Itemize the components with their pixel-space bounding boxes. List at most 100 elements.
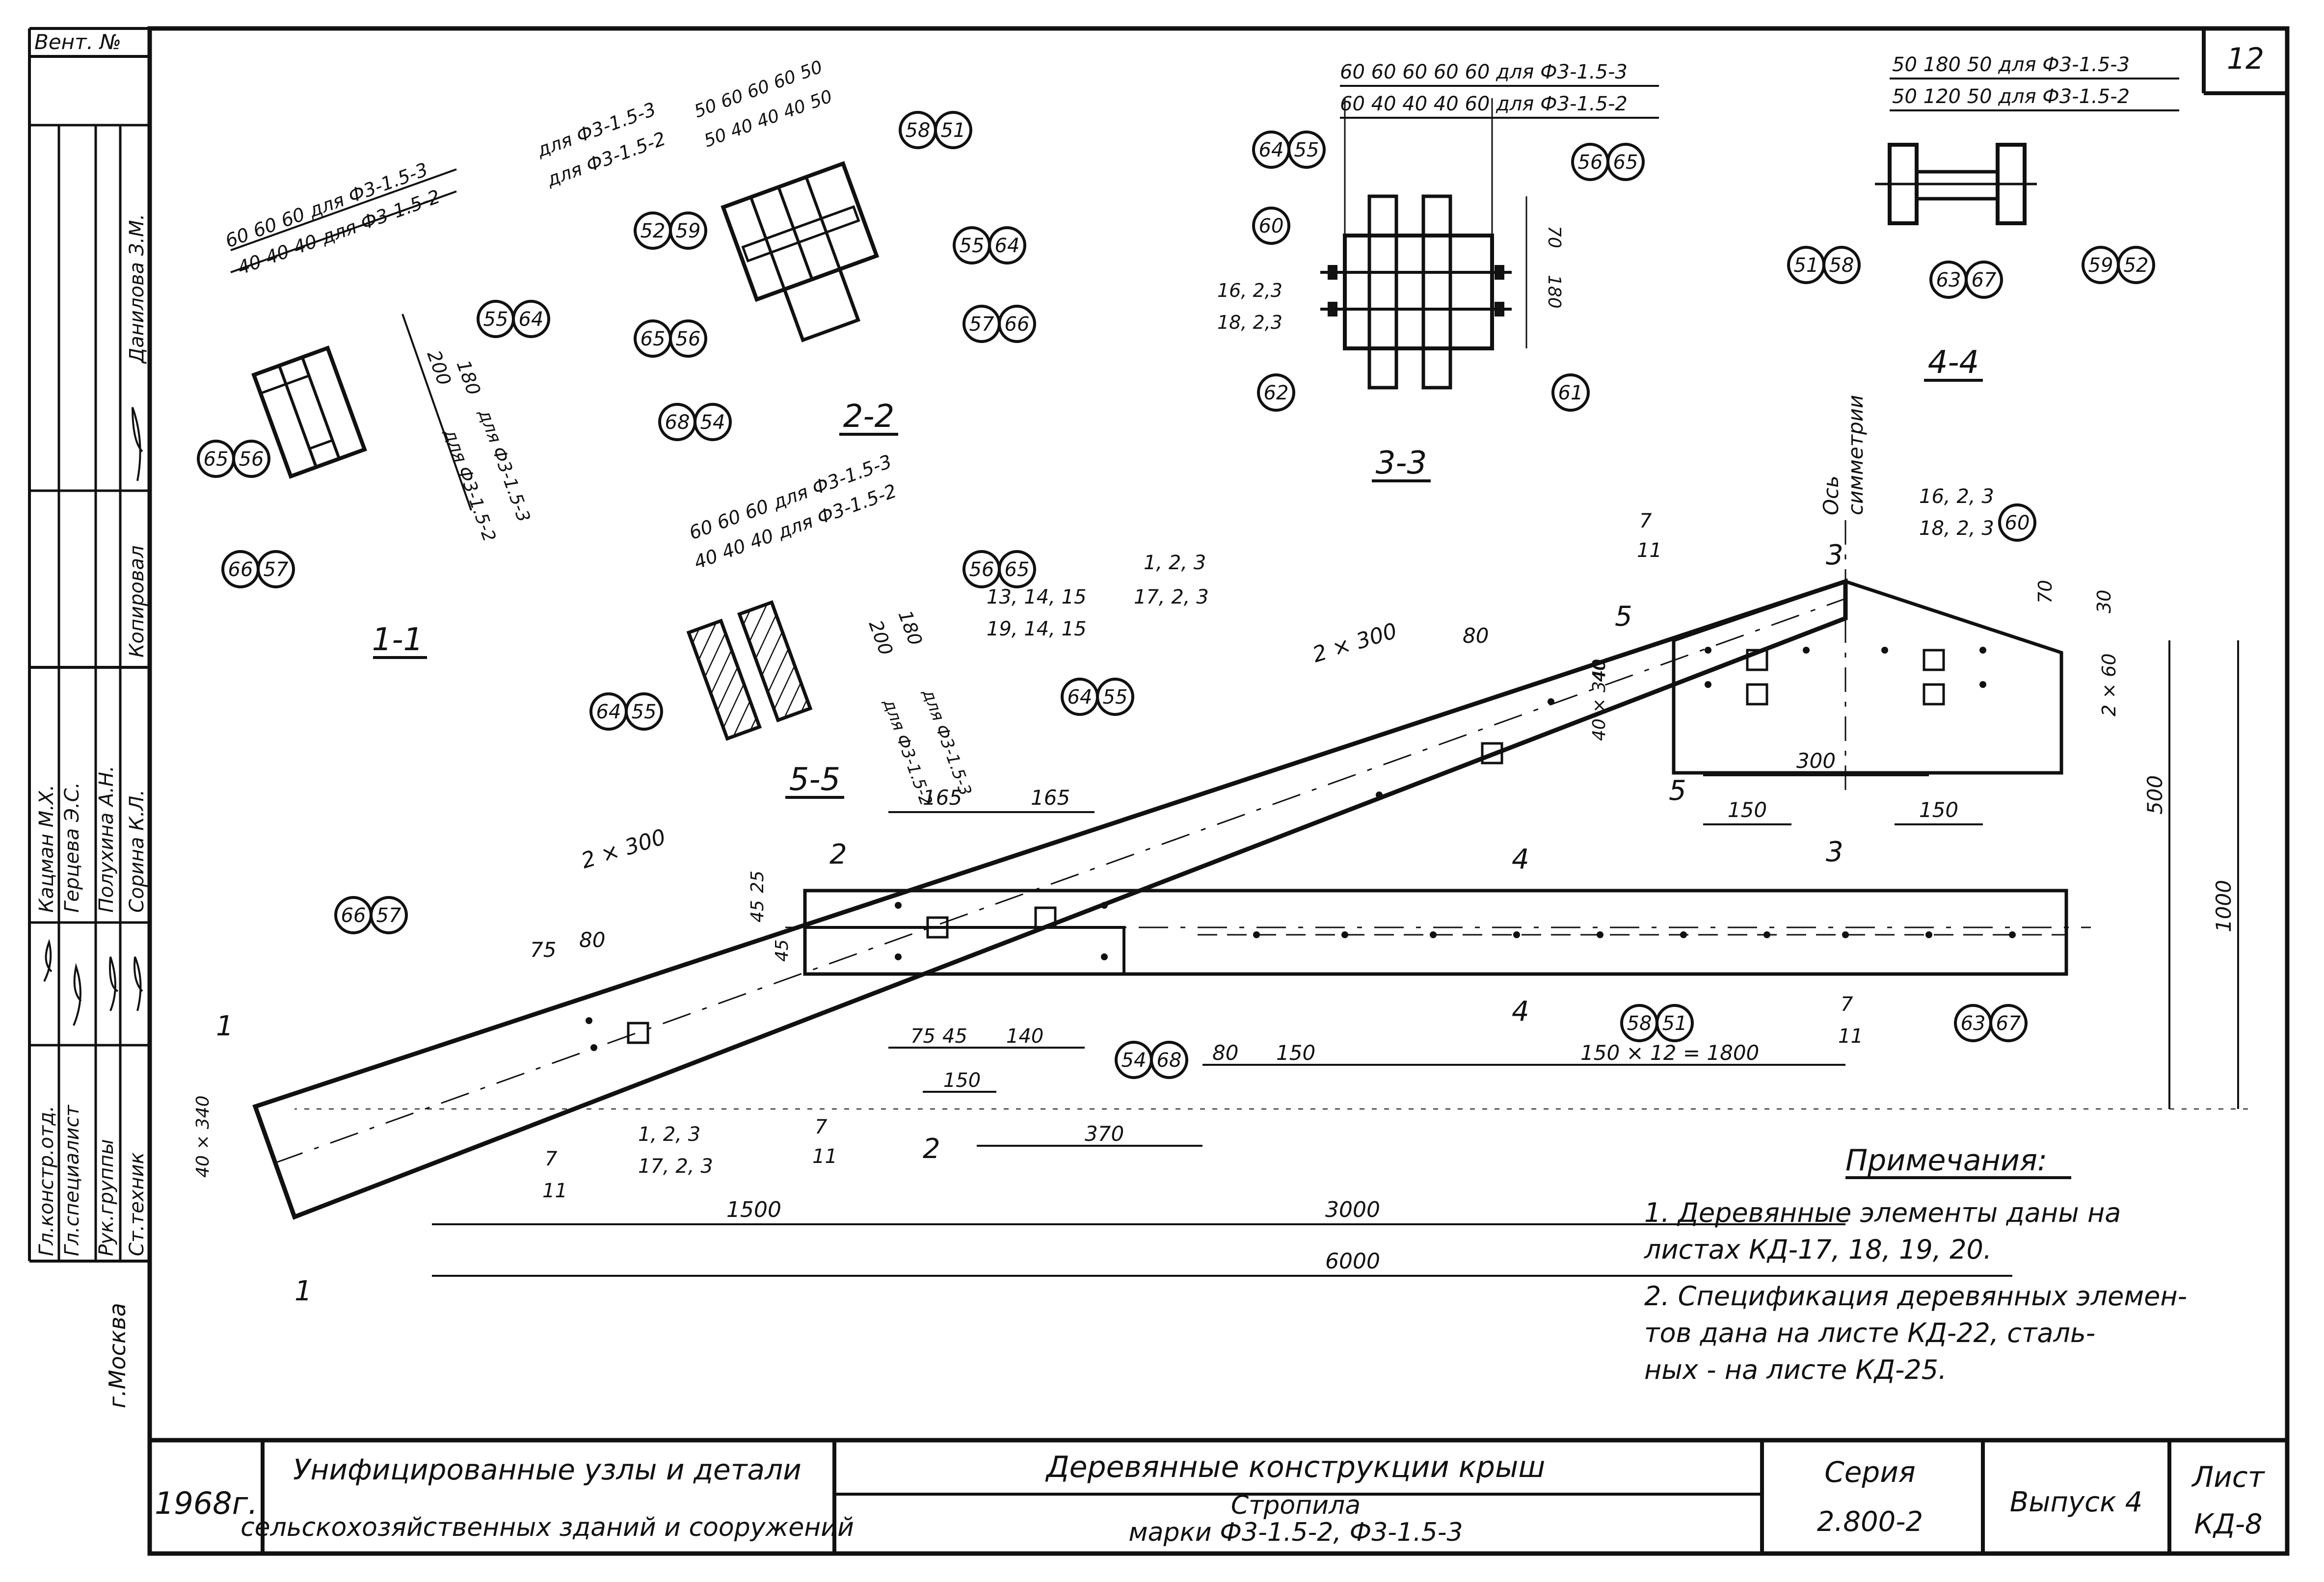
callout-circle [512, 300, 550, 338]
signature-5 [132, 407, 143, 481]
signature-3 [109, 956, 119, 1011]
section-5-5: 60 60 60 для Ф3-1.5-3 40 40 40 для Ф3-1.… [686, 450, 975, 808]
callout-number: 63 [1961, 1012, 1986, 1035]
dim-1000: 1000 [2212, 880, 2236, 932]
dim-165-b: 165 [1031, 786, 1070, 810]
callout-number: 65 [1613, 151, 1638, 174]
callout-circle [988, 226, 1026, 264]
callout-c-54-68: 54 68 [1115, 1041, 1188, 1079]
callout-circle [934, 111, 972, 149]
callout-circle [1656, 1004, 1694, 1042]
callout-number: 51 [1662, 1012, 1687, 1035]
inventory-label: Вент. № [34, 30, 121, 54]
note-line-4: тов дана на листе КД-22, сталь- [1644, 1318, 2095, 1348]
side-stamp: Гл.констр.отд. Кацман М.Х. Гл.специалист… [35, 214, 148, 1256]
callout-number: 59 [676, 220, 701, 242]
note-line-1: 1. Деревянные элементы даны на [1644, 1197, 2121, 1228]
callout-c-61: 61 [1551, 373, 1590, 412]
callout-number: 66 [341, 904, 366, 927]
callout-number: 65 [641, 328, 666, 350]
marker-3-bottom: 3 [1826, 836, 1843, 868]
callout-number: 58 [1627, 1012, 1652, 1035]
callout-number: 55 [960, 235, 985, 257]
callout-number: 56 [1578, 151, 1603, 174]
dim-500: 500 [2143, 775, 2167, 815]
callout-number: 62 [1264, 382, 1289, 404]
callout-c-58-51-b: 58 51 [1620, 1004, 1694, 1042]
dim-70: 70 [2034, 580, 2056, 604]
callout-number: 65 [1005, 558, 1030, 581]
dim-140: 140 [1006, 1025, 1043, 1048]
callout-number: 57 [969, 313, 994, 336]
dim-370: 370 [1085, 1122, 1124, 1146]
stamp-copied-role: Копировал [126, 545, 148, 658]
callout-number: 68 [1157, 1049, 1182, 1072]
callout-number: 52 [641, 220, 666, 242]
callout-number: 64 [995, 235, 1020, 257]
callout-number: 54 [1122, 1049, 1147, 1072]
callout-c-52-59: 52 59 [634, 211, 707, 250]
dim-2x300-a: 2 × 300 [578, 824, 668, 873]
axis-label-2: симметрии [1843, 395, 1868, 515]
dim-11-d: 11 [1838, 1025, 1863, 1048]
signature-2 [73, 963, 82, 1026]
s33-dim-top-2: 60 40 40 40 60 для Ф3-1.5-2 [1340, 93, 1628, 115]
dim-2x60: 2 × 60 [2098, 653, 2120, 716]
sheet-number-top: 12 [2227, 42, 2264, 76]
s55-dim-180: 180 [894, 607, 927, 648]
callout-number: 60 [2005, 512, 2030, 534]
callout-number: 57 [376, 904, 401, 927]
item-line-2: марки Ф3-1.5-2, Ф3-1.5-3 [1128, 1518, 1463, 1547]
note-line-2: листах КД-17, 18, 19, 20. [1644, 1234, 1992, 1265]
dim-75-b: 75 [910, 1025, 935, 1048]
s33-dim-180: 180 [1544, 275, 1564, 309]
dim-80-c: 80 [1212, 1041, 1238, 1065]
dim-7-c: 7 [1639, 510, 1652, 532]
section-3-3: 60 60 60 60 60 для Ф3-1.5-3 60 40 40 40 … [1217, 61, 1659, 482]
dim-75: 75 [530, 938, 556, 962]
org-line-1: Унифицированные узлы и детали [293, 1453, 801, 1486]
dim-17-2-3-b: 17, 2, 3 [638, 1155, 713, 1178]
signature-1 [43, 939, 53, 982]
series-value: 2.800-2 [1817, 1506, 1923, 1538]
callout-number: 54 [700, 411, 725, 434]
dim-1-2-3-b: 1, 2, 3 [638, 1123, 700, 1146]
callout-c-66-57-b: 66 57 [334, 896, 408, 934]
callout-number: 52 [2124, 254, 2149, 277]
marker-4-top: 4 [1512, 844, 1529, 875]
callout-circle [669, 319, 707, 358]
callout-c-60: 60 [1252, 207, 1290, 245]
stamp-copied-name: Данилова З.М. [126, 214, 148, 364]
callout-circle [1965, 261, 2003, 299]
item-line-1: Стропила [1231, 1491, 1361, 1520]
section-4-4-label: 4-4 [1928, 344, 1979, 381]
stamp-name-1: Кацман М.Х. [35, 785, 58, 913]
stamp-role-2: Гл.специалист [61, 1104, 83, 1256]
s11-dim-180: 180 [453, 357, 485, 398]
marker-5-top: 5 [1615, 601, 1632, 633]
callout-number: 67 [1972, 269, 1997, 291]
callout-circle [370, 896, 408, 934]
dim-45-b: 45 [772, 939, 792, 962]
callout-c-60-b: 60 [1998, 503, 2036, 542]
dim-150-c: 150 [943, 1069, 981, 1092]
callout-c-55-64-b: 55 64 [953, 226, 1026, 264]
callout-number: 51 [941, 119, 966, 142]
section-5-5-label: 5-5 [789, 762, 841, 798]
stamp-name-3: Полухина А.Н. [95, 765, 118, 913]
callout-number: 55 [632, 701, 657, 723]
callout-circle [1287, 131, 1326, 169]
stamp-name-4: Сорина К.Л. [126, 790, 148, 913]
dim-40x340-b: 40 × 340 [1589, 659, 1609, 741]
dim-25: 25 [748, 870, 768, 893]
